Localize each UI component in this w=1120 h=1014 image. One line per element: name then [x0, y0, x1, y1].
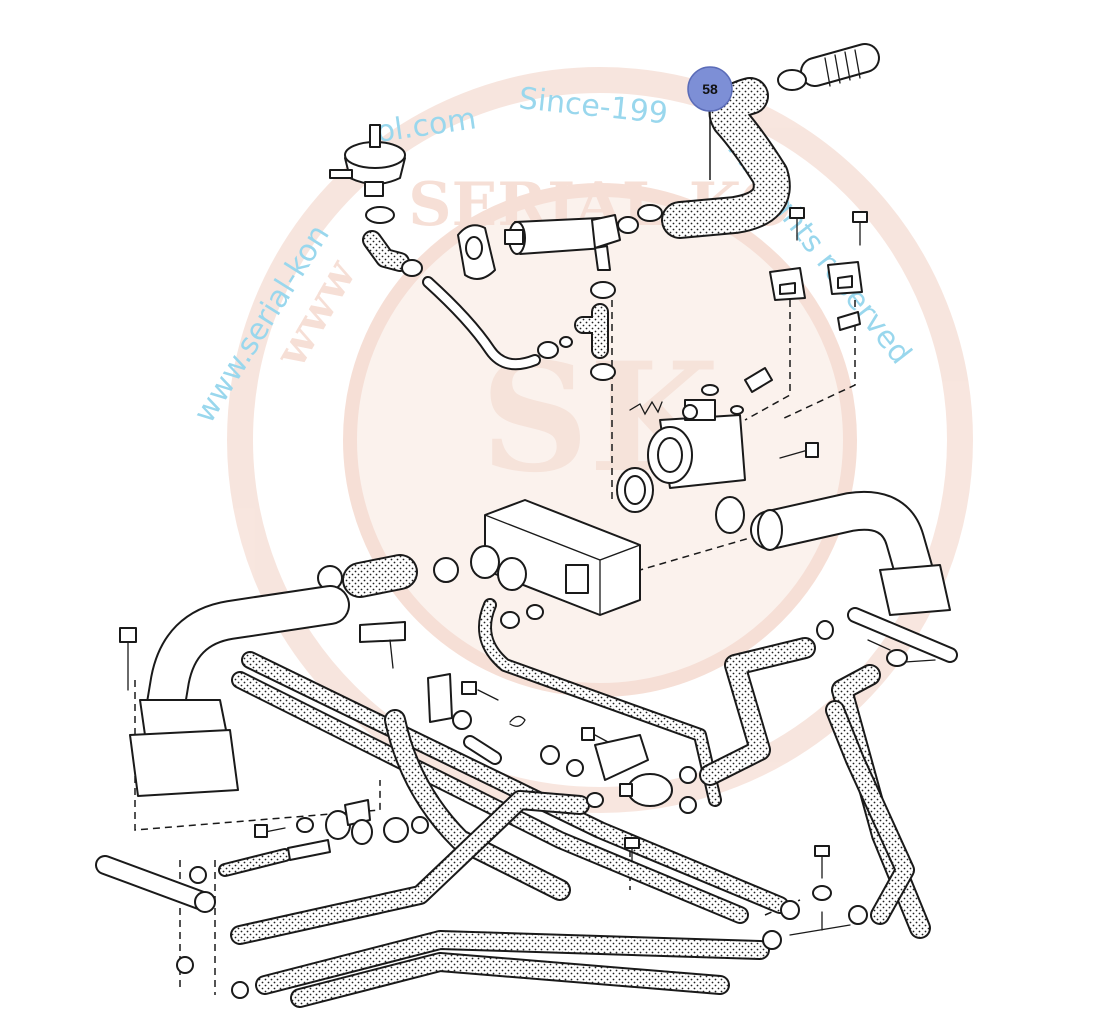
flange-gasket	[129, 729, 239, 797]
watermark-url-middle: ol.com	[374, 101, 478, 150]
short-hose-center[interactable]	[463, 735, 502, 765]
washer	[526, 604, 544, 620]
hose-clamp[interactable]	[401, 259, 423, 277]
clip-bracket[interactable]	[344, 799, 371, 826]
bolt[interactable]	[254, 824, 286, 838]
vacuum-unit[interactable]	[329, 124, 406, 197]
hose-clamp[interactable]	[365, 206, 395, 224]
connector	[559, 336, 573, 348]
washer	[812, 885, 832, 901]
bolt[interactable]	[852, 211, 868, 246]
bolt[interactable]	[461, 681, 499, 701]
hose-clamp[interactable]	[762, 930, 782, 950]
hose-clamp[interactable]	[590, 281, 616, 299]
bolt[interactable]	[779, 442, 819, 459]
bolt[interactable]	[624, 837, 640, 863]
bolt[interactable]	[789, 207, 805, 241]
long-hose-diagonal-1[interactable]	[241, 651, 789, 914]
long-hose-bottom-3[interactable]	[290, 952, 730, 1008]
intake-hose-58[interactable]	[661, 77, 791, 239]
long-hose-left[interactable]	[384, 709, 571, 901]
hose-clamp[interactable]	[231, 981, 249, 999]
throttle-seal-ring-inner	[624, 475, 646, 505]
fuel-filter-hose[interactable]	[218, 848, 292, 877]
callout-badge	[687, 66, 733, 112]
hose-clamp[interactable]	[590, 363, 616, 381]
nut[interactable]	[452, 710, 472, 730]
gasket-plate	[837, 311, 861, 331]
hose-clamp[interactable]	[679, 796, 697, 814]
vent-hose-long[interactable]	[478, 598, 722, 807]
hose-clamp[interactable]	[540, 745, 560, 765]
o-ring	[411, 816, 429, 834]
hose-clamp[interactable]	[189, 866, 207, 884]
hose-clamp[interactable]	[848, 905, 868, 925]
short-dotted-hose[interactable]	[342, 554, 418, 598]
callout-58[interactable]: 58	[687, 66, 733, 180]
hose-clamp[interactable]	[777, 69, 807, 91]
long-hose-diagonal-2[interactable]	[231, 671, 749, 924]
throttle-body[interactable]	[647, 399, 746, 489]
nut[interactable]	[296, 817, 314, 833]
nut[interactable]	[500, 611, 520, 629]
t-fitting[interactable]	[789, 911, 851, 936]
t-connector-hose[interactable]	[574, 303, 609, 359]
intake-pipe-right[interactable]	[750, 490, 951, 616]
bracket[interactable]	[359, 621, 406, 669]
bolt[interactable]	[581, 727, 609, 743]
seal-ring[interactable]	[383, 817, 409, 843]
mounting-bracket-lower[interactable]	[594, 734, 649, 781]
formed-hose-far-right-2[interactable]	[825, 700, 915, 925]
hose-clamp[interactable]	[886, 649, 908, 667]
mounting-bracket[interactable]	[457, 224, 496, 280]
throttle-spring	[629, 400, 663, 416]
callout-label: 58	[702, 81, 718, 97]
nut[interactable]	[566, 759, 584, 777]
bolt[interactable]	[867, 639, 891, 651]
auxiliary-air-valve[interactable]	[504, 214, 639, 271]
elbow-hose[interactable]	[362, 230, 410, 272]
long-hose-bottom-2[interactable]	[255, 930, 770, 995]
hose-clamp[interactable]	[176, 956, 194, 974]
hose-clamp[interactable]	[637, 204, 663, 222]
relay-bracket-left[interactable]	[769, 267, 806, 301]
spring-clip	[509, 715, 526, 727]
pressure-regulator[interactable]	[619, 773, 673, 807]
bolt[interactable]	[814, 845, 830, 879]
o-ring	[701, 384, 719, 396]
hose-clamp[interactable]	[537, 341, 559, 359]
hose-clamp[interactable]	[816, 620, 834, 640]
relay-bracket-right[interactable]	[827, 261, 863, 295]
vacuum-line[interactable]	[422, 276, 541, 371]
hose-clamp[interactable]	[586, 792, 604, 808]
long-bolt[interactable]	[119, 627, 137, 691]
hose-clamp[interactable]	[679, 766, 697, 784]
rail-pipe[interactable]	[847, 607, 958, 663]
sensor-screw[interactable]	[744, 367, 773, 393]
formed-hose-right[interactable]	[699, 637, 816, 786]
hose-clamp[interactable]	[780, 900, 800, 920]
seal-ring[interactable]	[715, 496, 745, 534]
injector[interactable]	[287, 839, 331, 861]
air-boot[interactable]	[800, 43, 880, 87]
long-hose-bottom-1[interactable]	[230, 790, 590, 945]
bolt[interactable]	[904, 659, 936, 663]
seal-ring[interactable]	[351, 819, 373, 845]
hose-clamp[interactable]	[433, 557, 459, 583]
fuel-rail-bar[interactable]	[95, 855, 216, 913]
intake-distributor[interactable]	[470, 499, 641, 616]
o-ring	[730, 405, 744, 415]
bracket-plate[interactable]	[427, 673, 453, 723]
